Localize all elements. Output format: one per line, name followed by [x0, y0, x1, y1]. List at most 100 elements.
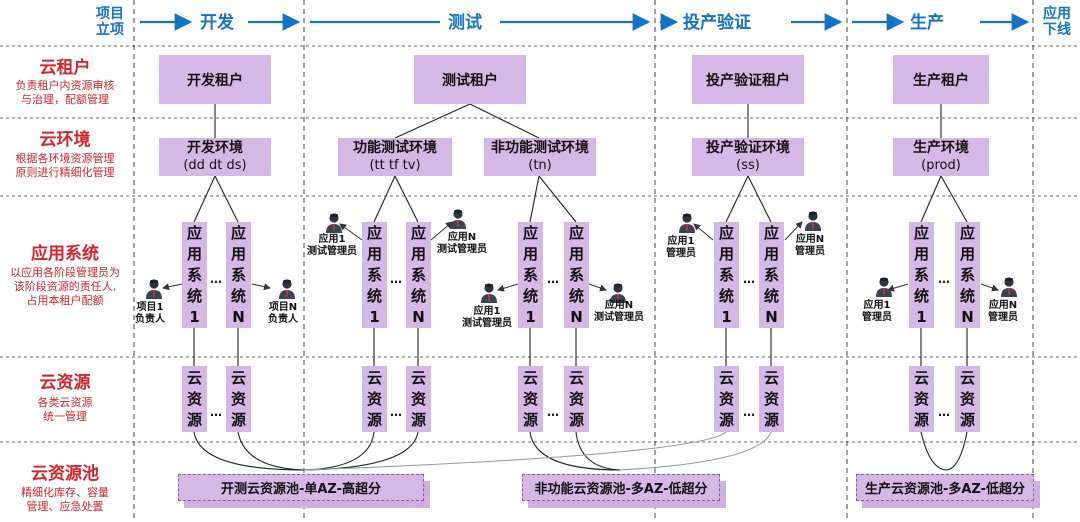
person-label-line: 应用N: [447, 232, 477, 243]
row-dividers: [0, 45, 1080, 443]
resource-char: 资: [186, 389, 202, 408]
app-system-char: 统: [522, 286, 538, 305]
app-system-char: 系: [186, 265, 202, 284]
app-system-char: 用: [913, 244, 929, 263]
app-system-char: 1: [916, 307, 927, 326]
app-system-char: 统: [763, 286, 779, 305]
app-resource-links: [193, 328, 968, 366]
env-title: 非功能测试环境: [491, 140, 589, 156]
env-subtitle: (ss): [736, 158, 760, 173]
app-system-char: 1: [369, 307, 380, 326]
app-system-char: N: [961, 307, 974, 326]
app-system-char: 用: [366, 244, 382, 263]
tenant-test: 测试租户: [414, 55, 526, 104]
app-system-char: 统: [959, 286, 975, 305]
person-label-line: 测试管理员: [437, 244, 487, 255]
person-label-line: 应用1: [318, 234, 346, 245]
resource-char: 资: [913, 389, 929, 408]
app-system-char: 统: [366, 286, 382, 305]
env-prod: 生产环境 (prod): [893, 138, 989, 176]
app-system-char: 用: [763, 244, 779, 263]
app-system-char: 统: [913, 286, 929, 305]
tenant-verify: 投产验证租户: [692, 55, 804, 104]
person-label-line: 应用N: [604, 300, 634, 311]
app-system-char: 系: [959, 265, 975, 284]
tenant-prod: 生产租户: [893, 55, 989, 104]
resource-char: 资: [718, 389, 734, 408]
resource-char: 云: [522, 368, 538, 387]
phase-prod: 生产: [910, 13, 944, 33]
app-ellipsis: …: [390, 272, 403, 286]
app-system-char: 系: [763, 265, 779, 284]
row-desc-line: 精细化库存、容量: [21, 486, 109, 499]
person-label-line: 管理员: [795, 246, 825, 257]
app-system-char: 用: [959, 244, 975, 263]
app-system-char: 用: [568, 244, 584, 263]
person-icon: [678, 212, 696, 234]
env-dev: 开发环境 (dd dt ds): [159, 138, 271, 176]
app-system-char: 系: [718, 265, 734, 284]
app-system-char: 用: [522, 244, 538, 263]
resource-char: 资: [522, 389, 538, 408]
app-system-char: 统: [410, 286, 426, 305]
resource-char: 源: [763, 410, 779, 429]
person-label-line: 管理员: [666, 248, 696, 259]
row-title: 云环境: [39, 130, 91, 150]
env-title: 开发环境: [187, 140, 243, 156]
app-ellipsis: …: [210, 272, 223, 286]
row-desc-line: 原则进行精细化管理: [15, 166, 115, 179]
app-system-char: 统: [718, 286, 734, 305]
app-ellipsis: …: [938, 272, 951, 286]
row-desc-line: 统一管理: [43, 410, 87, 423]
person-label-line: 测试管理员: [462, 318, 512, 329]
app-system-char: 应: [959, 223, 975, 242]
app-system-char: 用: [718, 244, 734, 263]
app-system-char: 应: [913, 223, 929, 242]
resource-box: 云资源: [182, 366, 207, 432]
person-label-line: 负责人: [135, 314, 165, 325]
app-system-char: 应: [410, 223, 426, 242]
resource-char: 源: [410, 410, 426, 429]
app-system-char: 系: [410, 265, 426, 284]
resource-pool-links: [193, 431, 968, 471]
person-arrows: [162, 221, 999, 292]
row-desc-line: 根据各环境资源管理: [15, 152, 115, 165]
phase-start-line1: 项目: [96, 6, 124, 22]
app-system-char: 用: [230, 244, 246, 263]
resource-box: 云资源: [955, 366, 980, 432]
verify-pool-links: [303, 431, 772, 471]
row-title: 云资源: [39, 373, 91, 393]
resource-char: 资: [763, 389, 779, 408]
person-icon: [480, 282, 498, 304]
phase-dev: 开发: [200, 13, 234, 33]
resource-box: 云资源: [714, 366, 739, 432]
phase-start: 项目 立项: [88, 6, 132, 38]
resource-char: 资: [568, 389, 584, 408]
resource-char: 云: [763, 368, 779, 387]
phase-test: 测试: [448, 13, 482, 33]
app-system-char: 统: [230, 286, 246, 305]
resource-box: 云资源: [226, 366, 251, 432]
resource-char: 云: [959, 368, 975, 387]
resource-char: 云: [230, 368, 246, 387]
resource-char: 源: [718, 410, 734, 429]
resource-char: 云: [410, 368, 426, 387]
env-title: 功能测试环境: [353, 140, 437, 156]
app-system-char: 系: [230, 265, 246, 284]
person-label-line: 负责人: [268, 314, 298, 325]
row-title: 云租户: [39, 58, 91, 78]
app-system-char: 应: [366, 223, 382, 242]
person-icon: [325, 212, 343, 234]
person-icon: [875, 276, 893, 298]
resource-box: 云资源: [759, 366, 784, 432]
person-icon: [278, 278, 296, 300]
env-title: 投产验证环境: [706, 140, 790, 156]
resource-char: 资: [230, 389, 246, 408]
